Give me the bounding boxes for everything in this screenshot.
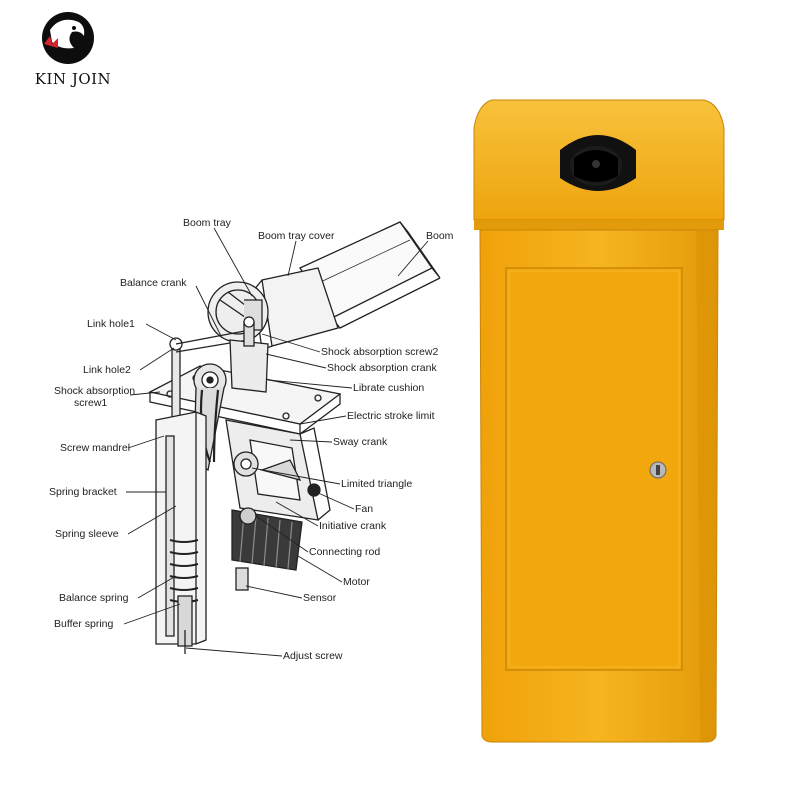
- label-motor: Motor: [343, 576, 370, 588]
- label-shock-absorption-screw1: Shock absorption: [54, 385, 135, 397]
- door-lock-icon: [649, 461, 667, 479]
- label-screw-mandrel: Screw mandrel: [60, 442, 130, 454]
- label-sensor: Sensor: [303, 592, 337, 604]
- label-spring-sleeve: Spring sleeve: [55, 528, 119, 540]
- label-shock-absorption-crank: Shock absorption crank: [327, 362, 437, 374]
- label-link-hole2: Link hole2: [83, 364, 131, 376]
- label-limited-triangle: Limited triangle: [341, 478, 412, 490]
- label-buffer-spring: Buffer spring: [54, 618, 113, 630]
- brand-name: KIN JOIN: [34, 70, 112, 88]
- label-adjust-screw: Adjust screw: [283, 650, 343, 662]
- label-link-hole1: Link hole1: [87, 318, 135, 330]
- label-shock-absorption-screw2: Shock absorption screw2: [321, 346, 438, 358]
- label-electric-stroke-limit: Electric stroke limit: [347, 410, 435, 422]
- label-shock-absorption-screw1-line2: screw1: [74, 397, 107, 409]
- leader-lines: [123, 227, 429, 657]
- boom-part: [299, 221, 441, 329]
- motor-part: [231, 507, 303, 591]
- indicator-lamp-icon: [560, 135, 636, 191]
- label-boom-tray: Boom tray: [183, 217, 232, 229]
- mechanism-drawing: [148, 221, 441, 654]
- label-initiative-crank: Initiative crank: [319, 520, 387, 532]
- label-spring-bracket: Spring bracket: [49, 486, 117, 498]
- label-balance-spring: Balance spring: [59, 592, 129, 604]
- label-balance-crank: Balance crank: [120, 277, 187, 289]
- barrier-cabinet: [473, 99, 725, 743]
- label-connecting-rod: Connecting rod: [309, 546, 380, 558]
- label-librate-cushion: Librate cushion: [353, 382, 424, 394]
- gearbox-housing: [225, 419, 331, 521]
- label-boom: Boom: [426, 230, 454, 242]
- diagram-labels: Boom tray Boom tray cover Boom Balance c…: [49, 217, 454, 662]
- brand-logo: [42, 12, 94, 64]
- spring-bracket-part: [155, 411, 207, 654]
- shock-absorption-crank-part: [229, 316, 269, 393]
- label-sway-crank: Sway crank: [333, 436, 388, 448]
- label-fan: Fan: [355, 503, 373, 515]
- label-boom-tray-cover: Boom tray cover: [258, 230, 335, 242]
